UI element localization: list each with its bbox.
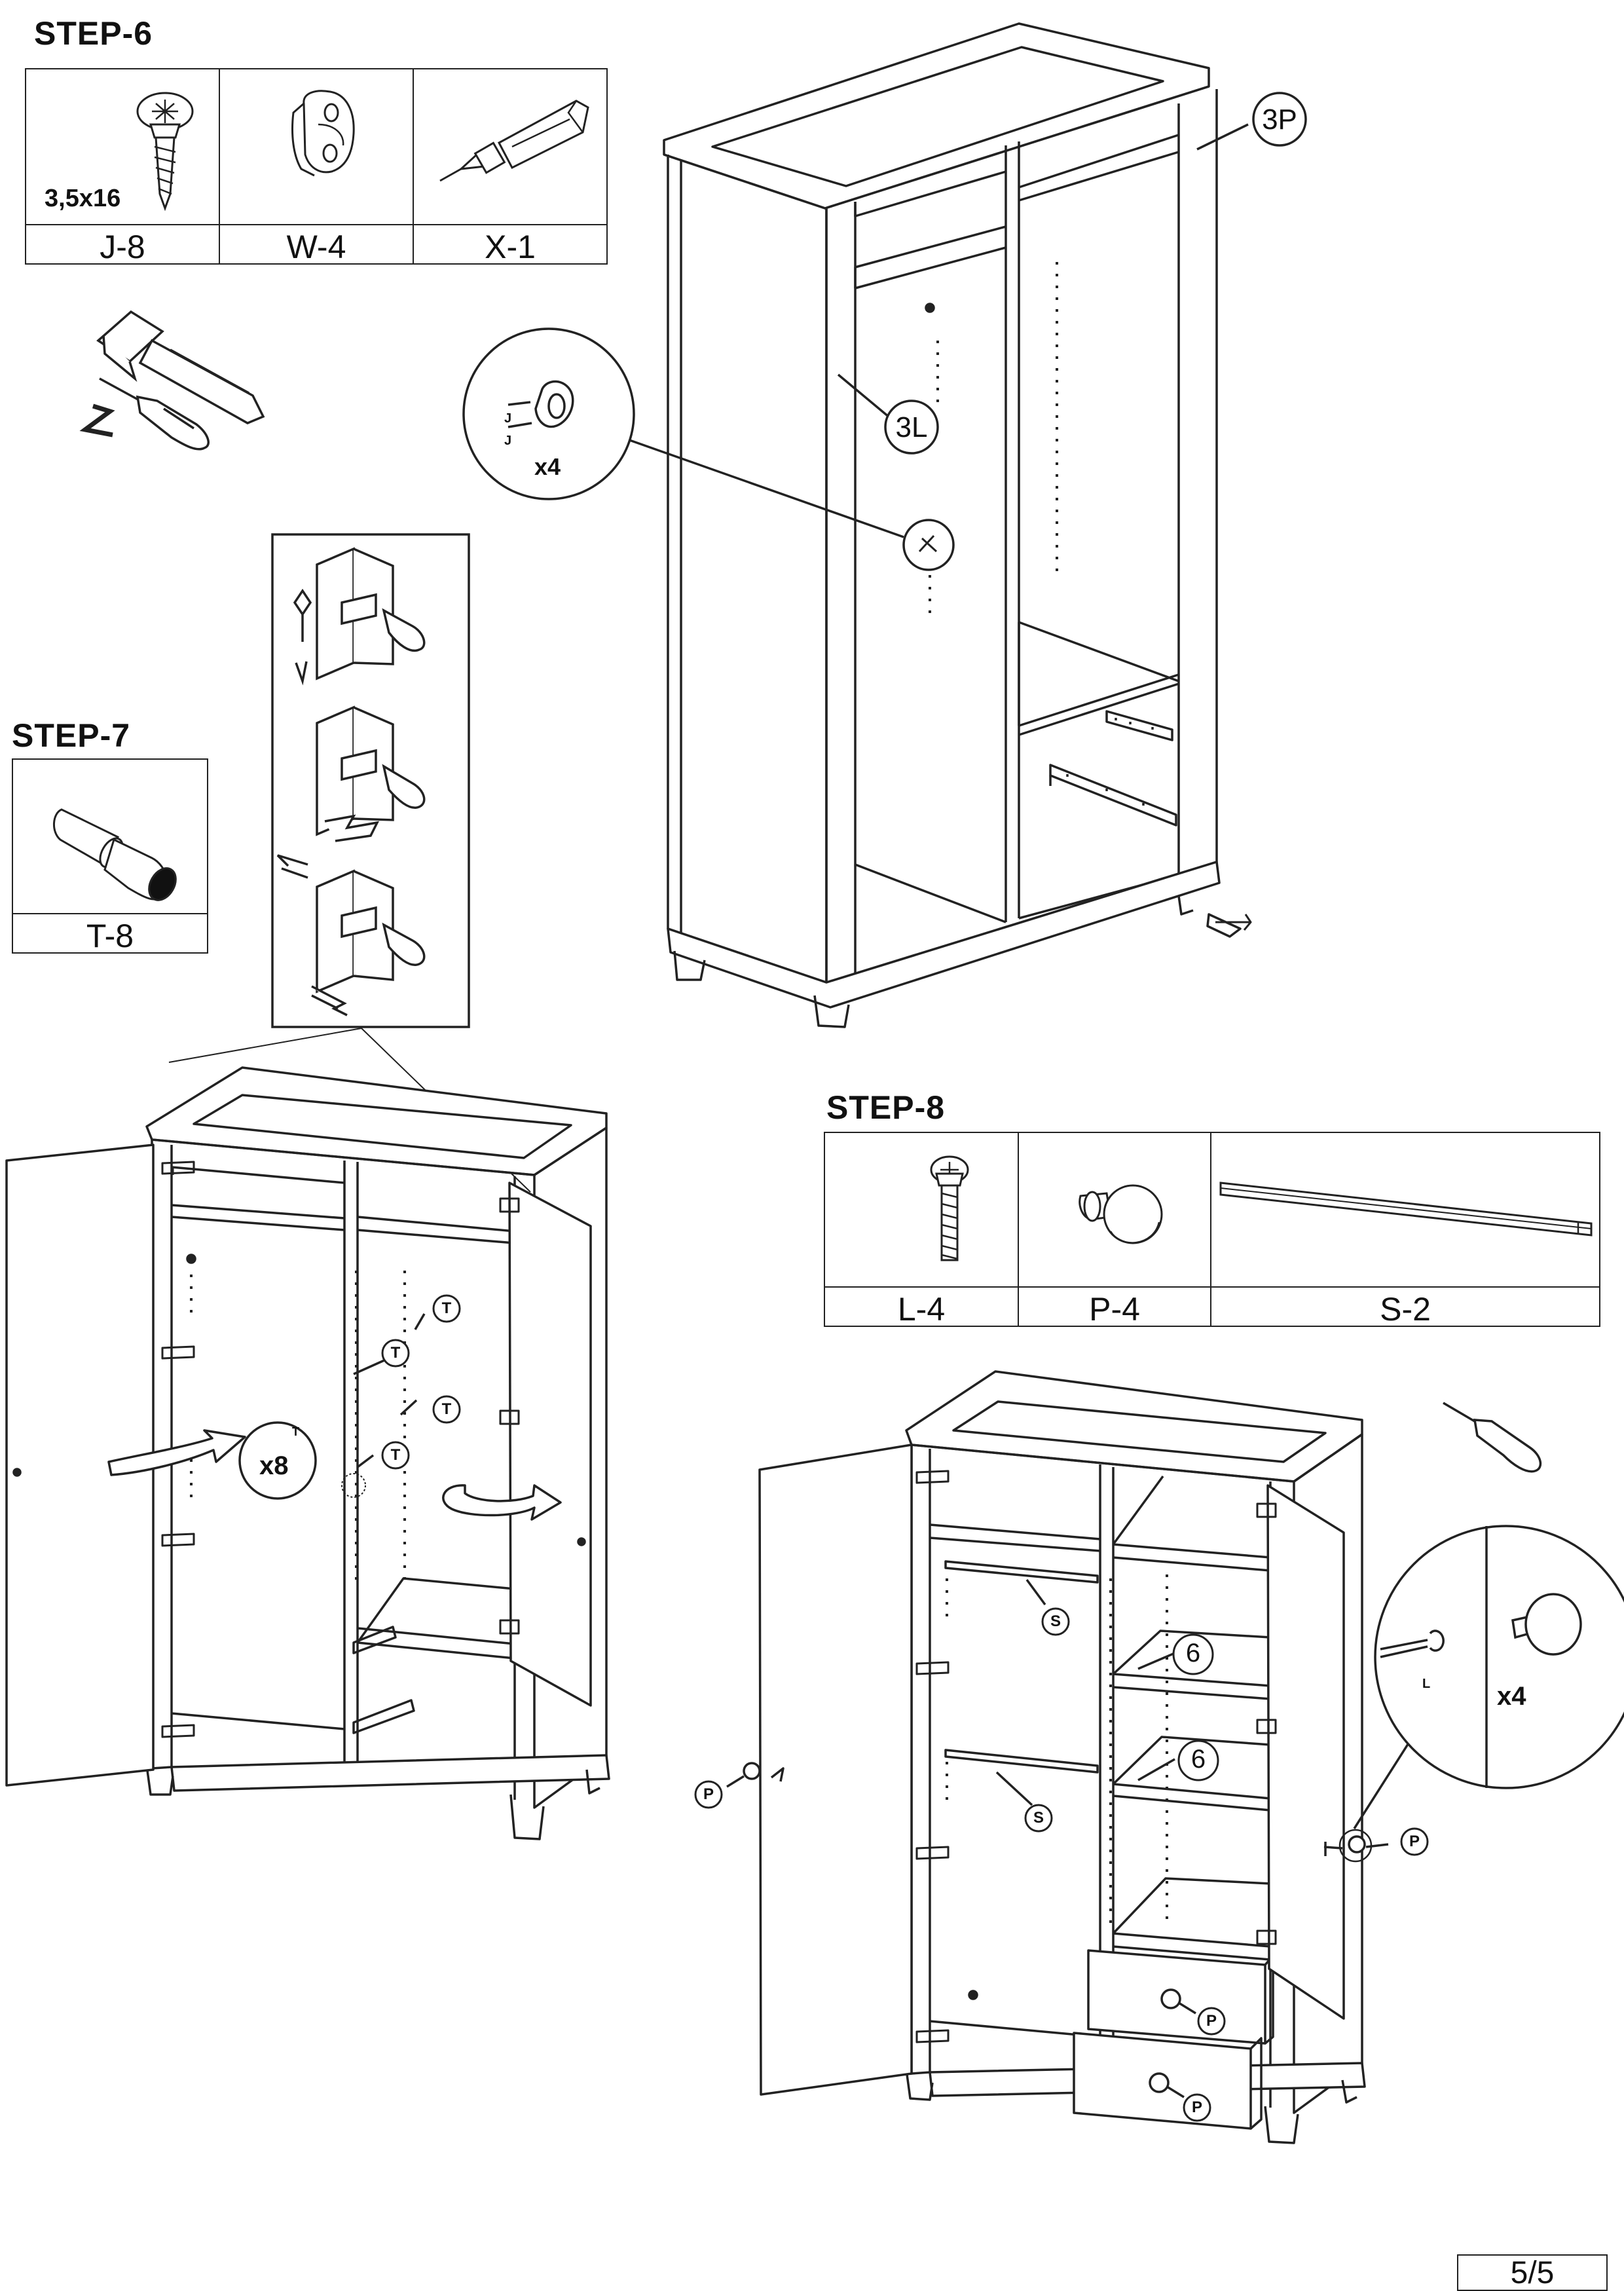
pin-callout-label-3: T: [441, 1400, 452, 1418]
step8-part-p: P-4: [1019, 1133, 1211, 1326]
screwdriver-icon: [99, 377, 210, 451]
bolt-icon: [930, 1155, 969, 1261]
shelf-callout-label-2: 6: [1190, 1745, 1206, 1774]
pin-callout-label-2: T: [390, 1344, 401, 1362]
hinge-adjust-1: [293, 547, 426, 686]
part-code-l4: L-4: [825, 1286, 1018, 1326]
rail-callout-label-2: S: [1033, 1809, 1044, 1827]
knob-callout-label-2: P: [1409, 1833, 1420, 1850]
pin-detail-circle: [238, 1421, 317, 1500]
pin-callout-2: [381, 1339, 410, 1368]
support-detail-count: x4: [534, 453, 561, 480]
step7-hinge-detail-box: [271, 533, 470, 1028]
part-code-t8: T-8: [13, 913, 207, 952]
rail-callout-label-1: S: [1050, 1612, 1061, 1630]
arrow-icon: [79, 403, 115, 438]
pin-detail-label: T: [292, 1425, 299, 1438]
knob-detail-circle: [1374, 1525, 1624, 1789]
step7-part-t: T-8: [13, 760, 207, 952]
screwdriver-icon-step8: [1443, 1402, 1542, 1473]
knob-detail-count: x4: [1497, 1682, 1526, 1711]
step7-parts-table: T-8: [12, 758, 208, 954]
screw-size-label: 3,5x16: [45, 185, 121, 212]
glue-tube-icon: [439, 100, 589, 182]
part-code-j8: J-8: [26, 224, 219, 263]
step6-part-j: 3,5x16 J-8: [26, 69, 220, 263]
knob-icon: [1079, 1184, 1163, 1244]
support-screw-label-1: J: [504, 411, 512, 426]
page-number: 5/5: [1457, 2254, 1608, 2291]
shelf-callout-1: [1172, 1633, 1214, 1675]
hinge-adjust-2: [316, 705, 426, 842]
knob-callout-label-4: P: [1191, 2098, 1202, 2116]
knob-callout-drawer-2: [1183, 2093, 1211, 2122]
wardrobe-step7: [5, 1066, 610, 1840]
step6-parts-table: 3,5x16 J-8 W-4 X-1: [25, 68, 608, 265]
wardrobe-step8: [726, 1370, 1429, 2144]
pin-callout-4: [381, 1441, 410, 1470]
shelf-callout-label-1: 6: [1185, 1639, 1201, 1667]
part-code-p4: P-4: [1019, 1286, 1210, 1326]
knob-detail-bolt-label: L: [1422, 1677, 1431, 1691]
knob-callout-label-1: P: [703, 1785, 714, 1803]
hinge-adjust-3: [276, 854, 426, 1016]
rail-support-icon: [291, 90, 355, 177]
callout-3l-circle: [884, 400, 939, 455]
pin-detail-count: x8: [259, 1451, 289, 1480]
knob-callout-door-right: [1400, 1827, 1429, 1856]
step8-part-l: L-4: [825, 1133, 1019, 1326]
step6-title: STEP-6: [34, 15, 153, 52]
support-detail-circle: [462, 327, 635, 500]
knob-target-dot: [1338, 1829, 1373, 1863]
step8-part-s: S-2: [1211, 1133, 1599, 1326]
hammer-icon: [96, 310, 265, 424]
part-code-x1: X-1: [414, 224, 606, 263]
knob-callout-door-left: [694, 1780, 723, 1809]
support-screw-label-2: J: [504, 434, 512, 448]
hanging-rail-icon: [1219, 1182, 1593, 1237]
pin-callout-label-1: T: [441, 1299, 452, 1317]
callout-3p-circle: [1252, 92, 1307, 147]
part-code-s2: S-2: [1211, 1286, 1599, 1326]
pin-callout-3: [432, 1395, 461, 1424]
screw-icon: [136, 92, 194, 212]
step7-title: STEP-7: [12, 717, 131, 754]
shelf-callout-2: [1177, 1740, 1219, 1781]
pin-callout-label-4: T: [390, 1446, 401, 1464]
rail-callout-1: [1041, 1607, 1070, 1636]
callout-3p-label: 3P: [1262, 103, 1297, 136]
step6-part-x: X-1: [414, 69, 606, 263]
shelf-pin-icon: [53, 808, 177, 901]
pin-callout-1: [432, 1294, 461, 1323]
part-code-w4: W-4: [220, 224, 413, 263]
pin-target-dot: [341, 1473, 366, 1498]
step6-part-w: W-4: [220, 69, 414, 263]
rail-callout-2: [1024, 1804, 1053, 1833]
wardrobe-step6: [621, 22, 1252, 1028]
callout-3l-label: 3L: [895, 411, 928, 443]
knob-callout-label-3: P: [1206, 2012, 1217, 2030]
step8-parts-table: L-4 P-4 S-2: [824, 1132, 1600, 1327]
knob-callout-drawer-1: [1197, 2007, 1226, 2036]
step8-title: STEP-8: [826, 1089, 946, 1126]
